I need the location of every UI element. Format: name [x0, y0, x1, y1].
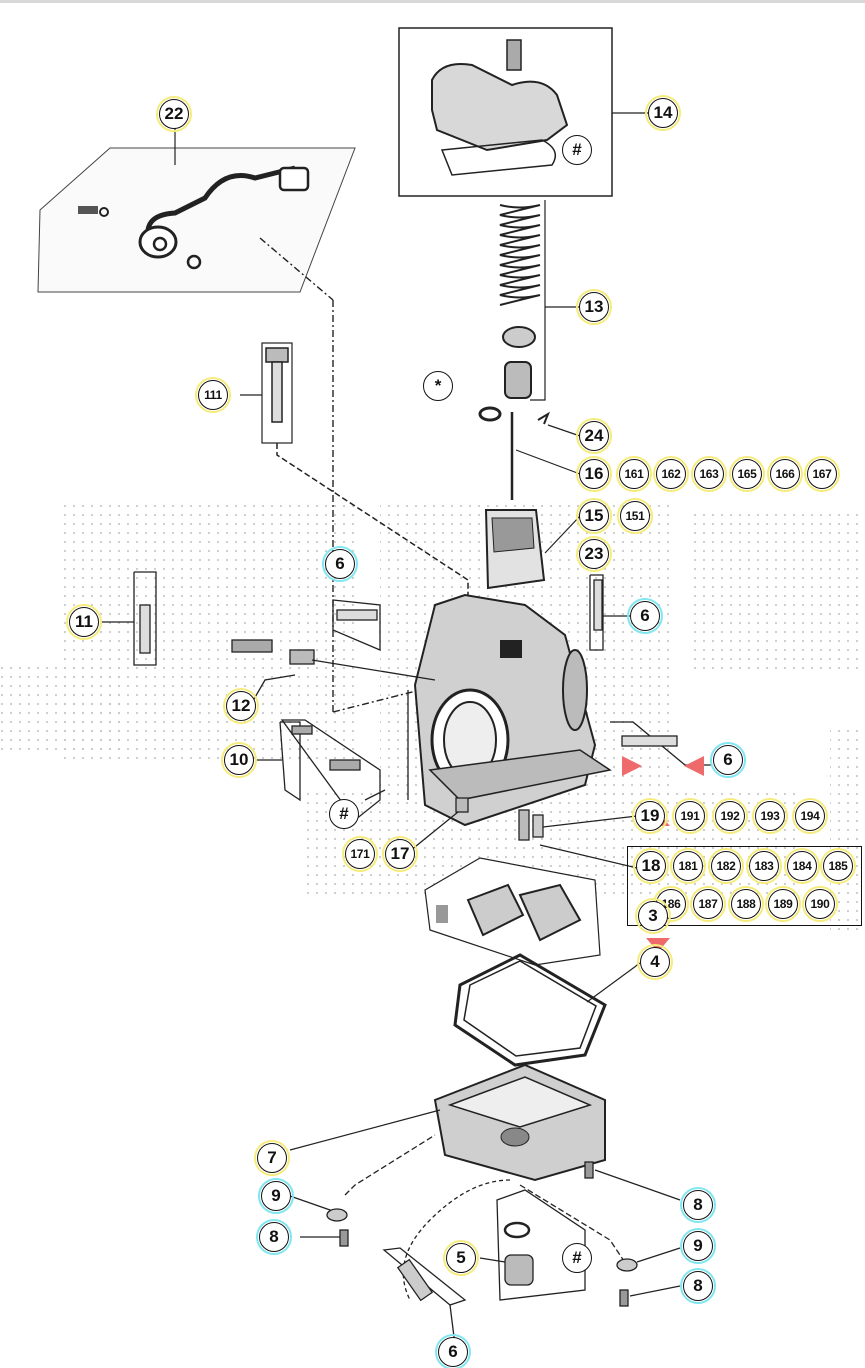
- bottom-parts: [289, 1134, 681, 1346]
- callout-hash-top[interactable]: #: [562, 135, 592, 165]
- callout-hash-bottom[interactable]: #: [562, 1243, 592, 1273]
- part-111-screw: [240, 342, 469, 600]
- callout-15[interactable]: 15: [576, 498, 612, 534]
- callout-7[interactable]: 7: [254, 1140, 290, 1176]
- callout-13[interactable]: 13: [576, 289, 612, 325]
- pins-and-small-parts: [100, 571, 712, 869]
- callout-190[interactable]: 190: [802, 886, 838, 922]
- callout-193[interactable]: 193: [752, 798, 788, 834]
- callout-22[interactable]: 22: [156, 96, 192, 132]
- callout-171[interactable]: 171: [342, 836, 378, 872]
- part-7-float-chamber: [289, 1063, 606, 1182]
- callout-14[interactable]: 14: [645, 95, 681, 131]
- callout-161[interactable]: 161: [616, 456, 652, 492]
- callout-192[interactable]: 192: [712, 798, 748, 834]
- callout-hash-mid[interactable]: #: [329, 799, 359, 829]
- callout-151[interactable]: 151: [617, 498, 653, 534]
- callout-183[interactable]: 183: [746, 848, 782, 884]
- callout-18[interactable]: 18: [633, 848, 669, 884]
- callout-5[interactable]: 5: [443, 1240, 479, 1276]
- callout-11[interactable]: 11: [66, 604, 102, 640]
- callout-4[interactable]: 4: [637, 944, 673, 980]
- callout-182[interactable]: 182: [708, 848, 744, 884]
- callout-187[interactable]: 187: [690, 886, 726, 922]
- callout-9-a[interactable]: 9: [258, 1178, 294, 1214]
- part-22-throttle-sensor: [37, 120, 356, 293]
- part-3-float: [424, 857, 601, 966]
- callout-185[interactable]: 185: [820, 848, 856, 884]
- carburetor-body: [413, 593, 612, 827]
- callout-10[interactable]: 10: [221, 742, 257, 778]
- callout-17[interactable]: 17: [382, 836, 418, 872]
- callout-8-c[interactable]: 8: [680, 1268, 716, 1304]
- callout-6-a[interactable]: 6: [322, 546, 358, 582]
- callout-9-b[interactable]: 9: [680, 1228, 716, 1264]
- callout-191[interactable]: 191: [672, 798, 708, 834]
- callout-166[interactable]: 166: [767, 456, 803, 492]
- callout-181[interactable]: 181: [670, 848, 706, 884]
- connecting-lines: [259, 237, 421, 713]
- part-15-slide: [484, 509, 581, 590]
- callout-3[interactable]: 3: [635, 898, 671, 934]
- callout-194[interactable]: 194: [792, 798, 828, 834]
- callout-189[interactable]: 189: [765, 886, 801, 922]
- callout-111[interactable]: 111: [195, 377, 231, 413]
- callout-162[interactable]: 162: [653, 456, 689, 492]
- callout-19[interactable]: 19: [632, 798, 668, 834]
- callout-star[interactable]: *: [423, 371, 453, 401]
- callout-16[interactable]: 16: [576, 456, 612, 492]
- part-4-gasket: [453, 953, 641, 1067]
- callout-24[interactable]: 24: [576, 418, 612, 454]
- callout-188[interactable]: 188: [728, 886, 764, 922]
- callout-163[interactable]: 163: [691, 456, 727, 492]
- top-border: [0, 0, 865, 3]
- callout-6-d[interactable]: 6: [435, 1334, 471, 1368]
- callout-8-a[interactable]: 8: [680, 1187, 716, 1223]
- callout-165[interactable]: 165: [729, 456, 765, 492]
- callout-8-b[interactable]: 8: [256, 1219, 292, 1255]
- callout-6-b[interactable]: 6: [627, 598, 663, 634]
- callout-23[interactable]: 23: [576, 536, 612, 572]
- callout-6-c[interactable]: 6: [710, 742, 746, 778]
- dotted-background: [0, 500, 865, 930]
- part-14-top-cap: [398, 27, 650, 197]
- callout-184[interactable]: 184: [784, 848, 820, 884]
- callout-167[interactable]: 167: [804, 456, 840, 492]
- part-13-spring: [478, 200, 581, 500]
- group-18-box: [627, 846, 862, 926]
- callout-12[interactable]: 12: [223, 688, 259, 724]
